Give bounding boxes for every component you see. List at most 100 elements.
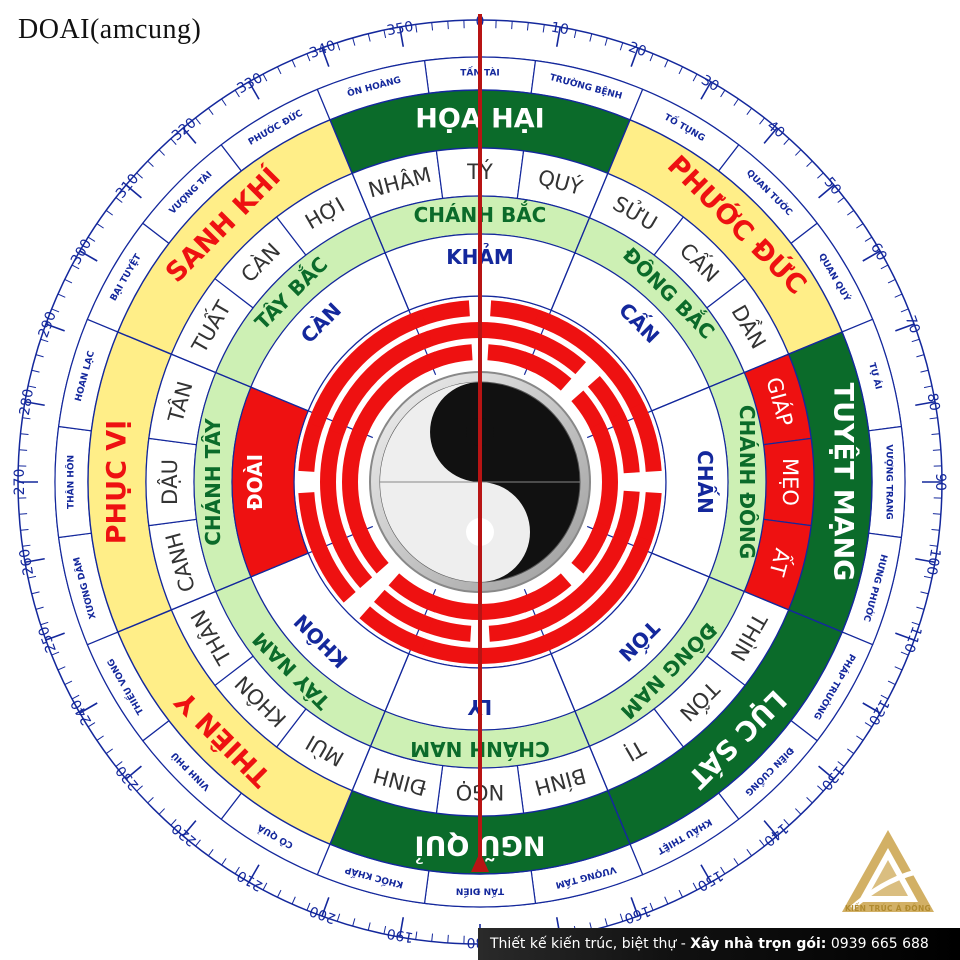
trigram-bar <box>320 411 351 553</box>
degree-tick <box>733 98 739 106</box>
degree-tick <box>195 839 201 847</box>
degree-tick <box>40 338 49 343</box>
degree-tick <box>158 149 165 156</box>
fortune-label: PHỤC VỊ <box>102 420 133 544</box>
degree-tick <box>20 433 29 436</box>
degree-tick <box>649 53 654 62</box>
degree-tick <box>862 250 881 262</box>
trigram-symbol <box>298 402 371 562</box>
degree-tick <box>87 722 96 728</box>
degree-tick <box>447 21 449 30</box>
degree-tick <box>887 279 896 284</box>
degree-tick <box>248 864 260 883</box>
degree-tick <box>895 323 915 332</box>
trigram-bar <box>349 351 441 443</box>
degree-tick <box>678 66 683 75</box>
degree-tick <box>182 820 197 837</box>
degree-tick <box>27 385 37 389</box>
compass-sectors <box>54 56 906 908</box>
degree-tick <box>630 897 639 917</box>
degree-tick <box>79 250 98 262</box>
degree-tick <box>795 149 802 156</box>
degree-tick <box>208 848 214 857</box>
degree-tick <box>35 606 44 610</box>
degree-tick <box>57 666 66 671</box>
degree-label: 350 <box>386 19 415 39</box>
degree-tick <box>45 632 65 641</box>
degree-tick <box>262 882 268 891</box>
degree-tick <box>291 59 296 68</box>
degree-tick <box>900 651 909 656</box>
degree-tick <box>20 528 29 531</box>
degree-tick <box>96 735 104 741</box>
degree-tick <box>105 748 114 754</box>
footer-phone: 0939 665 688 <box>826 936 929 952</box>
degree-tick <box>894 666 903 671</box>
degree-tick <box>916 606 925 610</box>
degree-tick <box>367 33 371 42</box>
degree-tick <box>136 785 143 792</box>
degree-tick <box>916 354 925 358</box>
degree-label: 60 <box>867 240 890 263</box>
needle-tip <box>471 852 489 872</box>
degree-tick <box>837 197 845 203</box>
page-title: DOAI(amcung) <box>18 14 202 45</box>
degree-tick <box>306 53 311 62</box>
degree-tick <box>248 81 260 100</box>
degree-tick <box>431 933 434 942</box>
degree-tick <box>678 889 683 898</box>
trigram-bar <box>328 330 434 436</box>
degree-tick <box>22 544 31 547</box>
degree-tick <box>604 918 608 927</box>
degree-tick <box>51 651 60 656</box>
degree-tick <box>291 896 296 905</box>
company-logo-text: KIẾN TRÚC Á ĐÔNG <box>844 904 932 913</box>
degree-tick <box>447 934 449 943</box>
degree-label: 30 <box>698 72 721 95</box>
degree-tick <box>894 293 903 298</box>
degree-tick <box>234 866 240 875</box>
degree-tick <box>115 761 123 767</box>
degree-tick <box>746 848 752 857</box>
degree-tick <box>31 591 40 595</box>
degree-label: 90 <box>932 473 948 491</box>
degree-label: 70 <box>902 314 923 336</box>
degree-tick <box>221 858 227 866</box>
degree-tick <box>720 866 726 875</box>
degree-label: 10 <box>550 20 570 39</box>
degree-tick <box>880 264 889 270</box>
degree-tick <box>526 22 529 31</box>
degree-tick <box>911 338 920 343</box>
degree-tick <box>71 264 80 270</box>
trigram-bar <box>519 351 572 391</box>
trigram-bar <box>609 411 640 474</box>
degree-tick <box>415 24 418 33</box>
degree-tick <box>542 24 545 33</box>
degree-tick <box>19 513 28 515</box>
degree-label: 270 <box>12 469 28 496</box>
degree-label: 280 <box>17 388 37 417</box>
degree-tick <box>24 557 45 564</box>
degree-tick <box>45 323 65 332</box>
degree-tick <box>846 210 855 216</box>
degree-tick <box>158 808 165 815</box>
trigram-bar <box>526 330 587 375</box>
degree-tick <box>383 29 387 39</box>
degree-tick <box>818 765 835 780</box>
degree-tick <box>170 819 177 826</box>
trigram-bar <box>307 309 426 428</box>
degree-tick <box>27 575 37 579</box>
trigram-bar <box>589 421 618 543</box>
footer-design-text: Thiết kế kiến trúc, biệt thự - <box>490 936 691 952</box>
degree-tick <box>806 797 813 804</box>
degree-tick <box>895 632 915 641</box>
degree-tick <box>795 808 802 815</box>
trigram-label: CHẤN <box>693 450 719 514</box>
degree-tick <box>806 160 813 167</box>
trigram-bar <box>400 631 560 664</box>
degree-tick <box>862 702 881 714</box>
degree-tick <box>664 59 669 68</box>
degree-tick <box>692 73 698 82</box>
degree-tick <box>221 98 227 106</box>
degree-tick <box>352 37 356 46</box>
